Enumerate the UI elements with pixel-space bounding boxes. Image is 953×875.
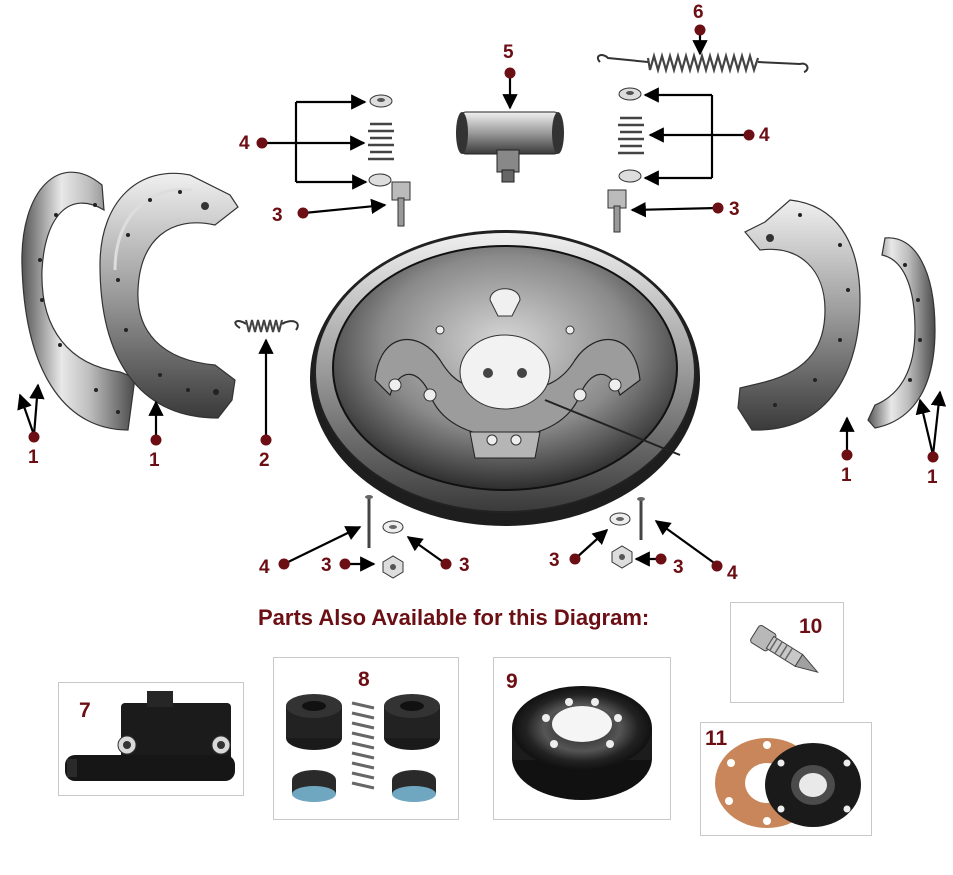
brake-lining-right: [867, 237, 936, 429]
callout-bolt-right: 4: [727, 563, 738, 584]
callout-long-spring: 6: [693, 2, 704, 23]
parts-also-available-heading: Parts Also Available for this Diagram:: [258, 605, 650, 630]
part-number-7: 7: [79, 699, 91, 722]
part-box-gasket-seal[interactable]: 11: [700, 722, 872, 836]
callout-retainer-right: 4: [759, 125, 770, 146]
part-number-8: 8: [358, 668, 370, 691]
callout-nut-right: 3: [673, 557, 684, 578]
callout-nut-left: 3: [321, 555, 332, 576]
callout-bolt-left: 4: [259, 557, 270, 578]
callout-washer-right: 3: [549, 550, 560, 571]
callout-retainer-left: 4: [239, 133, 250, 154]
master-cylinder-image: [65, 691, 235, 781]
part-box-wheel-cylinder-kit[interactable]: 8: [273, 657, 459, 820]
brake-shoe-right: [737, 199, 861, 431]
wheel-cylinder-kit-image: [286, 694, 440, 802]
part-box-bleeder-screw[interactable]: 10: [730, 602, 844, 703]
callout-dots: [28, 24, 939, 572]
callout-pin-right: 3: [729, 199, 740, 220]
part-number-9: 9: [506, 670, 518, 693]
part-number-10: 10: [799, 615, 823, 638]
part-box-brake-drum[interactable]: 9: [493, 657, 671, 820]
callout-washer-left: 3: [459, 555, 470, 576]
callout-short-spring: 2: [259, 450, 270, 471]
hold-down-hardware-right: [607, 87, 644, 233]
leader-lines: [17, 31, 947, 572]
gasket-seal-image: [715, 738, 861, 828]
part-number-11: 11: [705, 727, 728, 750]
brake-drum-image: [512, 686, 652, 800]
hold-down-hardware-left: [368, 94, 411, 227]
callout-lining-right: 1: [927, 467, 938, 488]
wheel-cylinder: [456, 111, 564, 183]
part-box-master-cylinder[interactable]: 7: [58, 682, 244, 796]
callout-shoe-right: 1: [841, 465, 852, 486]
brake-lining-left: [21, 171, 136, 431]
callout-lining-left: 1: [28, 447, 39, 468]
bottom-hardware-right: [609, 497, 645, 569]
callout-shoe-left: 1: [149, 450, 160, 471]
bleeder-screw-image: [750, 625, 819, 673]
return-spring-short: [234, 319, 299, 333]
return-spring-long: [596, 51, 809, 75]
bottom-hardware-left: [365, 495, 404, 579]
callout-pin-left: 3: [272, 205, 283, 226]
backing-plate: [310, 230, 700, 526]
callout-wheel-cylinder: 5: [503, 42, 514, 63]
brake-shoe-left: [99, 172, 239, 419]
